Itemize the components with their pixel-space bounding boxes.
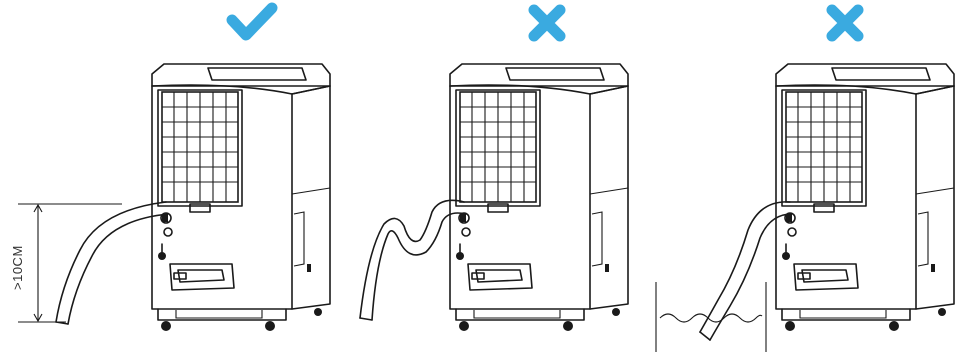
dehumidifier-unit bbox=[775, 63, 955, 332]
check-icon bbox=[226, 2, 278, 41]
panel-hose-in-water bbox=[655, 4, 955, 352]
water-surface bbox=[659, 313, 763, 323]
height-dimension bbox=[18, 203, 122, 323]
water-container bbox=[655, 282, 767, 352]
drain-hose bbox=[359, 199, 467, 321]
panel-hose-looped-up bbox=[359, 4, 629, 332]
drain-hose bbox=[55, 201, 169, 325]
dehumidifier-unit bbox=[449, 63, 629, 332]
dehumidifier-unit bbox=[151, 63, 331, 332]
panel-correct: >10CM bbox=[10, 2, 331, 332]
height-label: >10CM bbox=[10, 245, 25, 290]
cross-icon bbox=[528, 4, 566, 42]
drain-hose bbox=[699, 201, 793, 341]
cross-icon bbox=[826, 4, 864, 42]
